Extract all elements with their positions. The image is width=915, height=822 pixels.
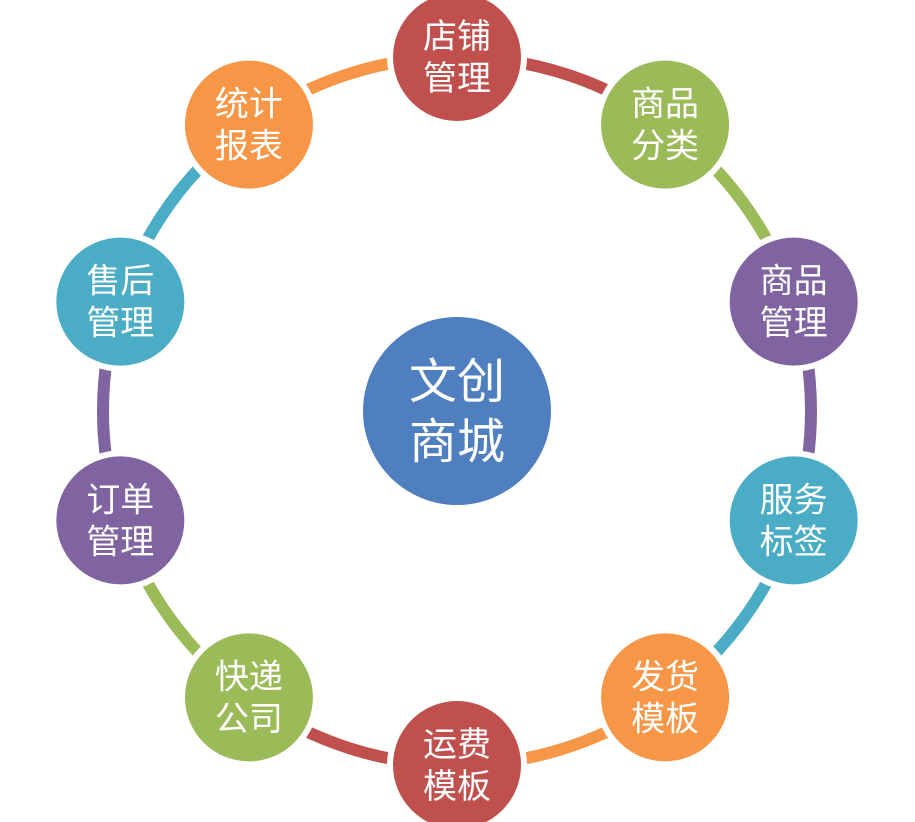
node-label-line2-courier-company: 公司 <box>215 699 283 739</box>
node-circle-service-tags <box>729 456 858 585</box>
node-label-line2-freight-template: 模板 <box>423 767 491 807</box>
node-circle-freight-template <box>393 701 521 822</box>
node-label-line1-order-management: 订单 <box>86 480 154 520</box>
node-label-line1-courier-company: 快递 <box>215 657 283 697</box>
node-circle-courier-company <box>184 633 313 762</box>
center-node-circle <box>363 317 551 505</box>
center-node: 文创 商城 <box>363 317 551 505</box>
node-label-line1-shop-management: 店铺 <box>423 17 491 57</box>
center-node-label-line2: 商城 <box>409 414 505 470</box>
node-label-line2-after-sales-management: 管理 <box>86 304 154 344</box>
node-label-line1-after-sales-management: 售后 <box>86 262 154 302</box>
node-label-line2-product-category: 分类 <box>631 127 699 167</box>
node-circle-shop-management <box>393 0 521 121</box>
node-label-line1-freight-template: 运费 <box>423 725 491 765</box>
node-label-line1-product-category: 商品 <box>631 85 699 125</box>
node-label-line2-order-management: 管理 <box>86 522 154 562</box>
node-circle-shipping-template <box>601 633 730 762</box>
node-label-line2-service-tags: 标签 <box>760 522 828 562</box>
node-circle-product-category <box>601 60 730 189</box>
node-label-line1-service-tags: 服务 <box>760 480 828 520</box>
node-label-line2-product-management: 管理 <box>760 304 828 344</box>
node-circle-statistics-report <box>184 60 313 189</box>
node-label-line2-shop-management: 管理 <box>423 59 491 99</box>
node-circle-after-sales-management <box>56 237 185 366</box>
node-circle-order-management <box>56 456 185 585</box>
node-label-line1-shipping-template: 发货 <box>631 657 699 697</box>
center-node-label-line1: 文创 <box>409 354 505 410</box>
node-label-line2-shipping-template: 模板 <box>631 699 699 739</box>
node-circle-product-management <box>729 237 858 366</box>
node-label-line1-product-management: 商品 <box>760 262 828 302</box>
node-label-line1-statistics-report: 统计 <box>215 85 283 125</box>
node-label-line2-statistics-report: 报表 <box>215 127 283 167</box>
